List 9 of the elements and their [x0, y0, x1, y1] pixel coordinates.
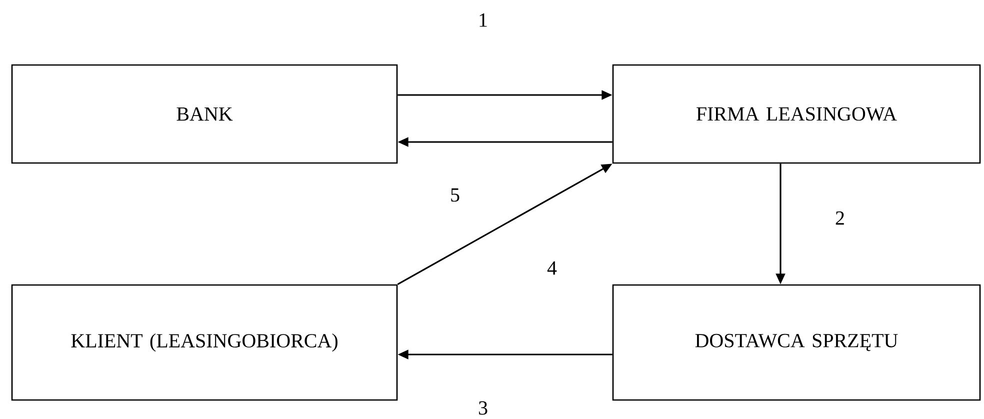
process-box: DOSTAWCA SPRZĘTU — [612, 284, 981, 401]
callout-number: 5 — [451, 188, 460, 202]
callout-number: 3 — [478, 401, 488, 415]
callout-number: 1 — [480, 13, 487, 27]
process-box: BANK — [11, 64, 398, 164]
process-box: FIRMA LEASINGOWA — [612, 64, 981, 164]
callout-number: 2 — [836, 211, 844, 225]
callout-number: 4 — [547, 261, 557, 275]
process-box: KLIENT (LEASINGOBIORCA) — [11, 284, 398, 401]
